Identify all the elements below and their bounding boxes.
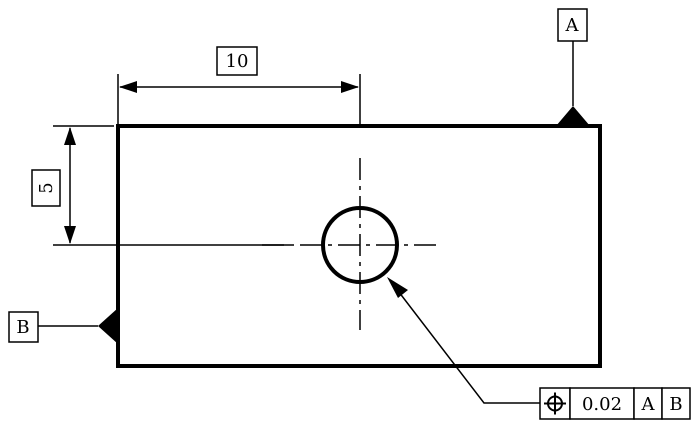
fcf-datum-secondary: B [669,394,682,415]
dimension-box-horizontal [216,46,258,76]
dimension-horizontal: 10 [117,46,361,124]
position-icon [544,392,566,415]
hole-centerlines [262,158,440,330]
datum-b-box [8,311,39,343]
fcf-tolerance: 0.02 [582,394,622,415]
fcf-leader-arrowhead [387,277,408,298]
datum-a-triangle [556,106,590,126]
datum-b: B [8,308,118,344]
dimension-value-vertical: 5 [36,182,57,193]
fcf-tolerance-cell [569,387,635,420]
dimension-value-horizontal: 10 [226,51,249,72]
fcf-leader-line [391,282,540,404]
datum-b-triangle [98,308,118,344]
fcf-datum-primary-cell [633,387,663,420]
part-outline [116,124,602,368]
datum-a-box [557,8,588,42]
arrowhead-left [119,81,137,93]
fcf-datum-primary: A [641,394,656,415]
arrowhead-top [64,127,76,145]
datum-a: A [556,8,590,126]
fcf-datum-secondary-cell [661,387,691,420]
dimension-box-vertical [31,169,61,207]
dimension-vertical: 5 [31,125,290,246]
hole [321,206,399,284]
datum-a-label: A [565,15,580,36]
arrowhead-right [341,81,359,93]
datum-b-label: B [16,317,29,338]
arrowhead-bottom [64,226,76,244]
feature-control-frame: 0.02 A B [539,387,691,420]
fcf-leader [387,277,540,404]
